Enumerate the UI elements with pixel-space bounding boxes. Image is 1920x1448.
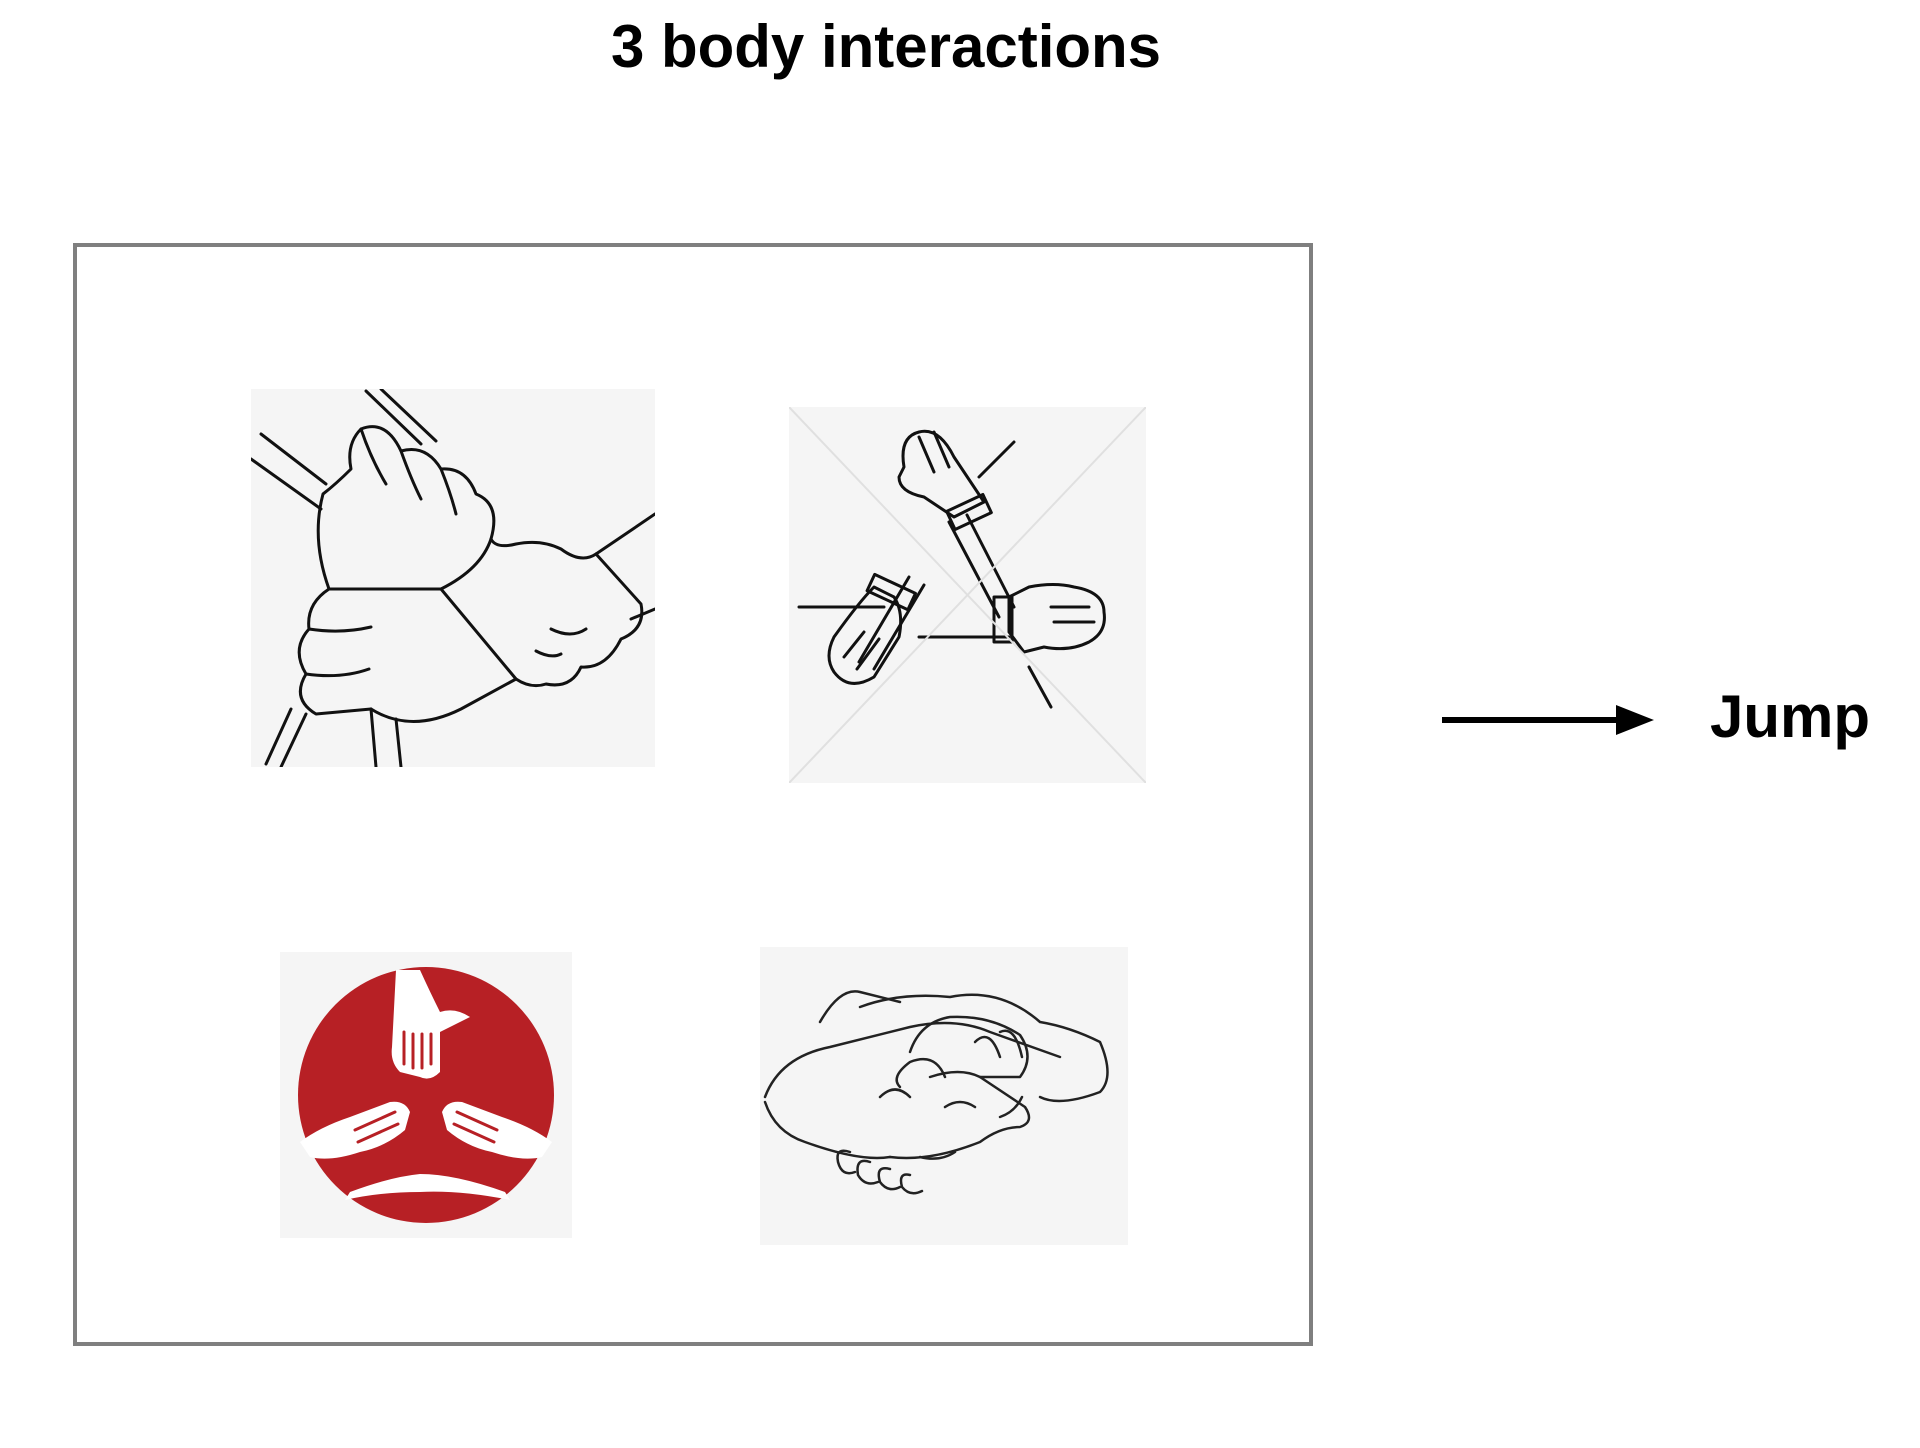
handshake-icon — [760, 947, 1128, 1245]
page-title: 3 body interactions — [610, 13, 1162, 80]
four-hands-wrist-grip-icon — [251, 389, 655, 767]
image-frame — [73, 243, 1313, 1346]
arrow-label: Jump — [1710, 683, 1871, 750]
arrow-right-icon — [1442, 705, 1654, 735]
three-arms-triangle-icon — [789, 407, 1146, 783]
three-hands-red-circle-icon — [280, 952, 572, 1238]
